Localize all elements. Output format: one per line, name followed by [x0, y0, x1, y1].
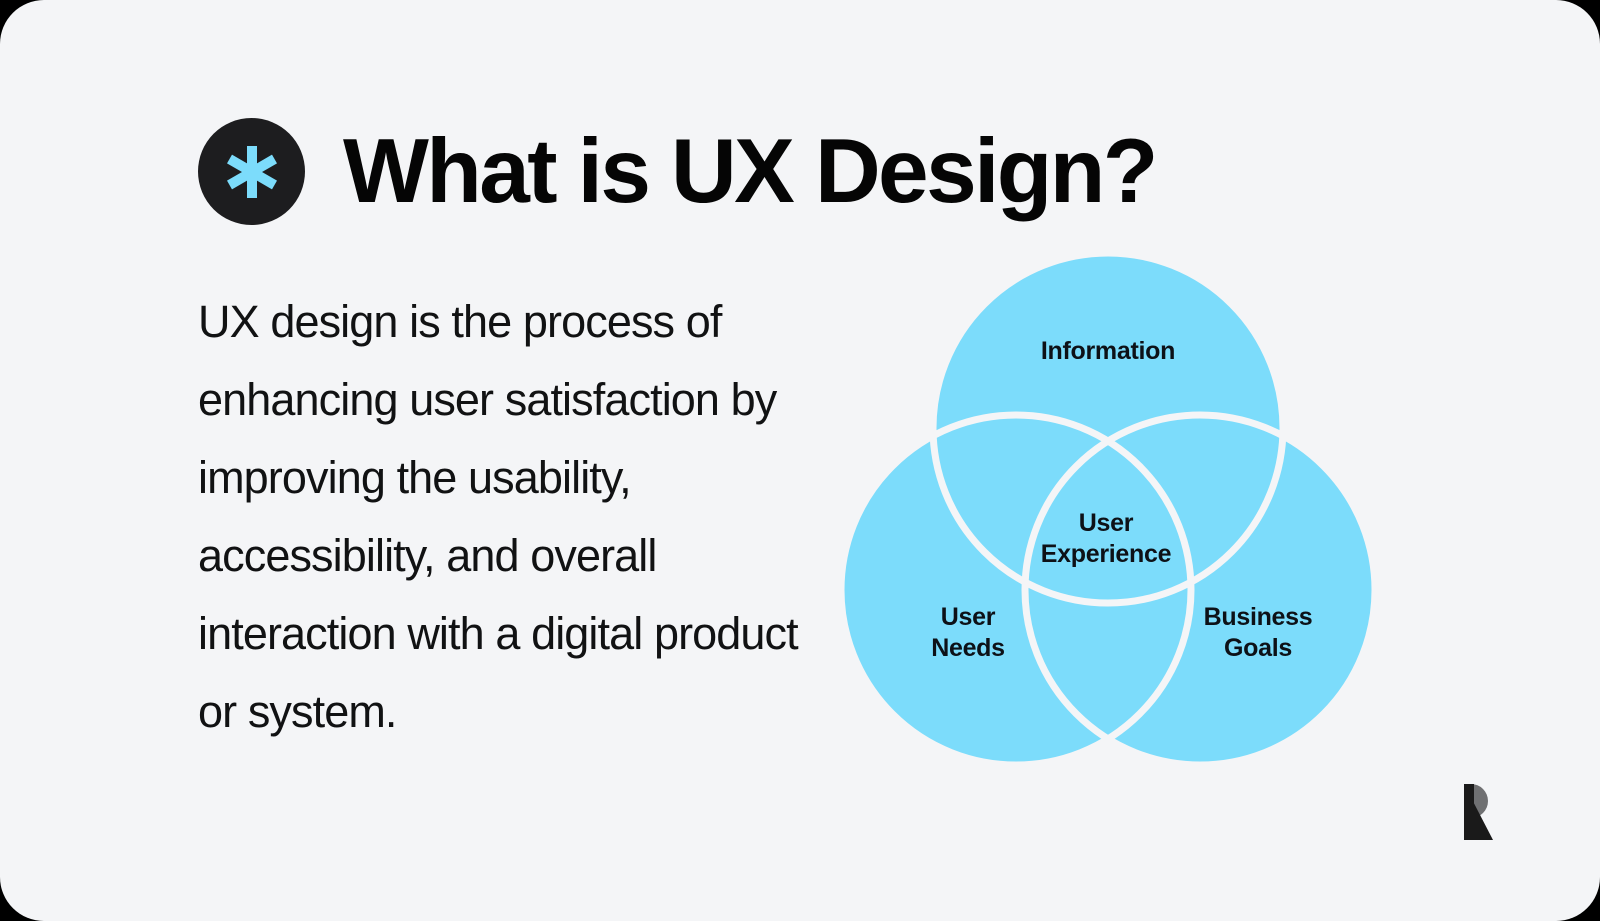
body-paragraph: UX design is the process of enhancing us…	[198, 296, 799, 737]
brand-logo	[1447, 783, 1497, 841]
header: What is UX Design?	[198, 118, 1158, 225]
venn-circle-business-goals	[1021, 411, 1378, 769]
venn-circle-information	[929, 250, 1287, 607]
page-title: What is UX Design?	[343, 121, 1158, 222]
venn-circle-fills	[841, 253, 1375, 765]
venn-circle-user-needs	[838, 411, 1195, 769]
asterisk-icon	[221, 141, 283, 203]
r-logo-icon	[1447, 783, 1497, 841]
asterisk-badge	[198, 118, 305, 225]
venn-diagram: Information User Experience User Needs B…	[838, 250, 1378, 770]
